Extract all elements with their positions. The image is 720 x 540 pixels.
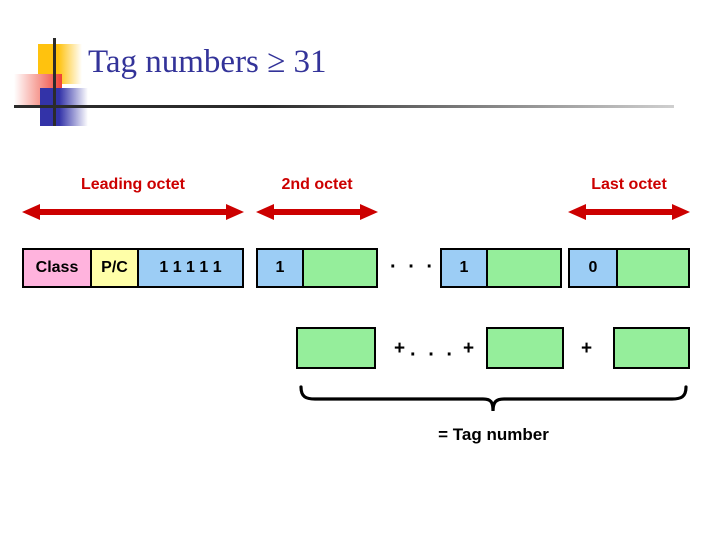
slide-decoration-logo (14, 38, 88, 126)
octet-label-second: 2nd octet (281, 176, 353, 193)
cell-second-octet-flag: 1 (256, 248, 302, 288)
plus-operator-2: + (463, 338, 475, 359)
logo-vertical-bar (53, 38, 56, 126)
cell-last-octet-flag: 0 (568, 248, 616, 288)
cell-pc: P/C (90, 248, 137, 288)
cell-third-octet-payload (486, 248, 562, 288)
arrow-leading-octet (22, 203, 244, 221)
sum-box-first (296, 327, 376, 369)
sum-box-last (613, 327, 690, 369)
octet-label-last: Last octet (591, 176, 667, 193)
cell-leading-bits: 1 1 1 1 1 (137, 248, 244, 288)
ellipsis-row2: · · · (410, 344, 457, 366)
cell-second-octet-payload (302, 248, 378, 288)
ellipsis-row1: · · · (390, 256, 437, 278)
arrow-second-octet (256, 203, 378, 221)
plus-operator-3: + (581, 338, 593, 359)
octet-label-leading: Leading octet (80, 176, 185, 193)
plus-operator-1: + (394, 338, 406, 359)
arrow-last-octet (568, 203, 690, 221)
summary-label: = Tag number (438, 425, 549, 444)
summary-brace (297, 385, 690, 418)
sum-box-second (486, 327, 564, 369)
cell-last-octet-payload (616, 248, 690, 288)
cell-third-octet-flag: 1 (440, 248, 486, 288)
page-title: Tag numbers ≥ 31 (88, 44, 327, 80)
cell-class: Class (22, 248, 90, 288)
logo-horizontal-rule (14, 105, 674, 108)
